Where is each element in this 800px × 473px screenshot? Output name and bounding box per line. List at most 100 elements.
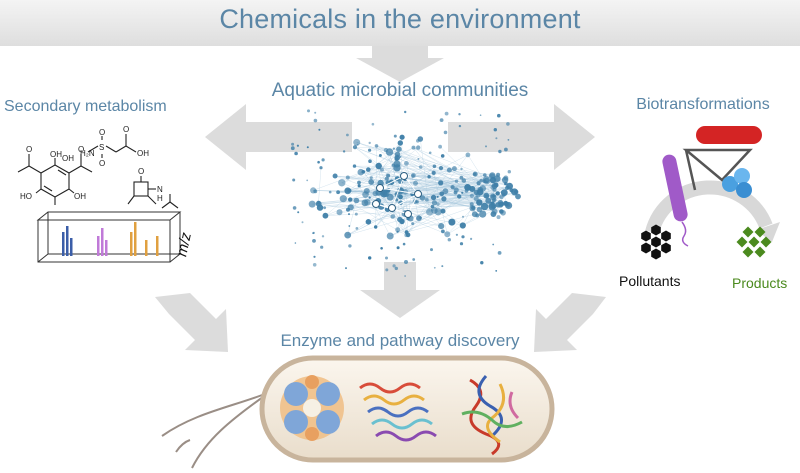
arrow-diagonal-left <box>155 293 228 352</box>
network-node <box>394 151 401 158</box>
network-node <box>292 206 297 210</box>
arrow-title-to-network <box>356 46 444 82</box>
network-node <box>480 202 489 211</box>
network-node <box>488 203 496 211</box>
biotransformation-graphic <box>645 126 780 247</box>
atom-label: O <box>123 125 129 134</box>
network-node <box>393 134 397 138</box>
protein-ribbons <box>461 375 523 456</box>
network-node <box>505 201 513 210</box>
network-node <box>441 229 445 234</box>
network-node <box>328 190 332 194</box>
network-node <box>312 231 315 234</box>
network-node <box>394 157 399 162</box>
network-node <box>440 208 446 214</box>
network-node <box>424 197 429 202</box>
network-node <box>453 190 458 195</box>
product-diamond <box>748 236 760 248</box>
network-node <box>396 146 402 152</box>
network-node <box>495 137 498 140</box>
network-node <box>461 191 464 194</box>
atom-label: O <box>99 128 105 137</box>
network-node <box>398 194 403 200</box>
network-node <box>418 165 423 169</box>
network-node <box>492 243 495 246</box>
atom-label: N <box>157 185 163 194</box>
network-node <box>442 188 449 195</box>
network-edge <box>375 145 377 227</box>
network-node <box>484 194 489 199</box>
pollutant-hexagon <box>641 230 651 242</box>
network-node <box>306 179 309 182</box>
network-node <box>465 152 471 158</box>
network-hub-edge <box>391 193 419 209</box>
network-node <box>416 145 421 150</box>
network-node <box>431 170 436 175</box>
network-node <box>411 222 415 226</box>
red-bacterium-shape <box>696 126 762 144</box>
network-node <box>345 175 350 180</box>
network-node <box>404 275 406 277</box>
network-node <box>501 193 506 197</box>
network-node <box>399 134 405 140</box>
arrow-down-center <box>360 262 440 318</box>
arrow-left <box>205 104 352 170</box>
network-node <box>469 186 476 192</box>
network-node <box>457 194 462 199</box>
network-node <box>411 145 416 150</box>
network-node <box>316 200 321 205</box>
network-edge <box>467 154 485 182</box>
product-diamond <box>754 226 766 238</box>
network-hub-node <box>372 200 380 208</box>
product-diamond <box>742 246 754 258</box>
mass-spectrum <box>36 211 182 263</box>
network-node <box>368 179 375 185</box>
network-node <box>514 189 519 195</box>
network-node <box>479 210 487 218</box>
atom-label: HO <box>20 192 32 201</box>
network-hub-edge <box>391 175 405 209</box>
network-node <box>430 204 435 209</box>
network-node <box>509 188 514 193</box>
network-node <box>356 143 359 146</box>
network-node <box>321 158 325 162</box>
network-node <box>451 166 457 172</box>
network-node <box>399 156 402 158</box>
network-node <box>344 231 352 239</box>
network-node <box>448 218 456 226</box>
pollutants-label: Pollutants <box>619 273 681 289</box>
network-node <box>475 213 480 218</box>
network-node <box>318 128 321 131</box>
network-node <box>441 265 444 268</box>
network-node <box>380 247 383 250</box>
network-node <box>476 181 481 186</box>
network-node <box>436 195 439 198</box>
atom-label: O <box>138 167 144 176</box>
purple-bacterium-shape <box>662 154 688 222</box>
network-node <box>319 166 323 170</box>
network-node <box>433 266 436 269</box>
network-node <box>417 158 420 160</box>
secondary-metabolism-label: Secondary metabolism <box>4 98 167 115</box>
network-edge <box>397 154 480 203</box>
network-node <box>291 142 295 146</box>
network-node <box>372 190 378 197</box>
network-node <box>362 191 369 198</box>
network-node <box>380 167 384 172</box>
network-node <box>368 159 372 163</box>
network-node <box>342 150 346 153</box>
network-edge <box>406 211 430 236</box>
atom-label: H₂N <box>80 149 95 158</box>
network-node <box>469 202 474 207</box>
network-node <box>374 225 378 229</box>
network-node <box>404 110 407 114</box>
network-node <box>476 199 483 206</box>
network-node <box>483 173 487 177</box>
network-node <box>354 212 358 216</box>
network-node <box>384 176 389 181</box>
chemical-atom-labels: OH O O HO OH OH H₂N S O O O OH O N H <box>20 125 163 203</box>
network-node <box>404 260 408 264</box>
network-node <box>427 175 431 179</box>
network-node <box>428 151 432 155</box>
